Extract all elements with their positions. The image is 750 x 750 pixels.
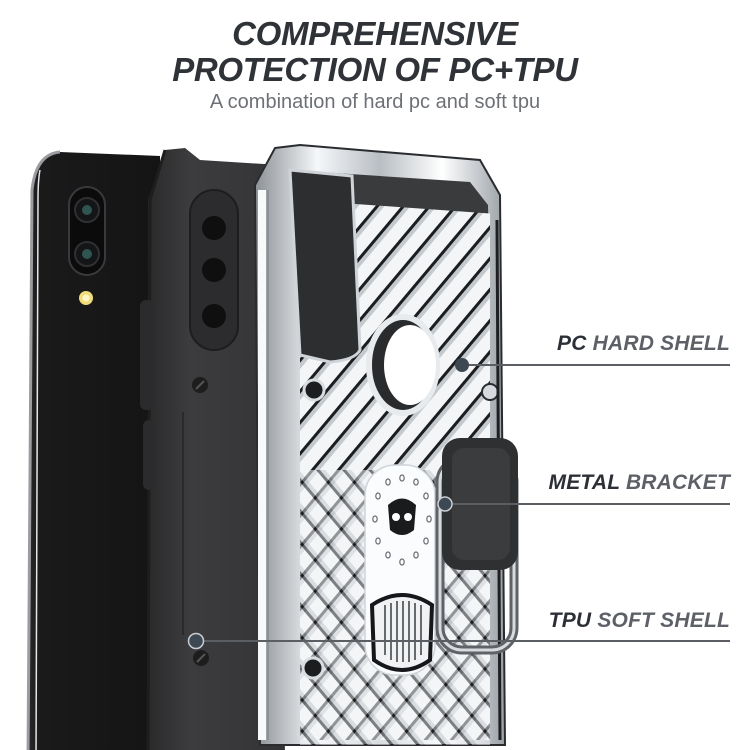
headline-line-2: PROTECTION OF PC+TPU	[172, 51, 578, 88]
callout-soft: HARD SHELL	[592, 332, 730, 355]
callout-tpu-soft-shell: TPU SOFT SHELL	[549, 609, 730, 633]
tpu-soft-shell	[140, 148, 285, 750]
callout-strong: PC	[557, 332, 587, 355]
subtitle: A combination of hard pc and soft tpu	[209, 91, 541, 113]
callout-strong: TPU	[548, 609, 592, 632]
phone-body	[26, 150, 165, 750]
callout-dot-pc	[455, 358, 469, 372]
metal-bracket	[364, 464, 436, 676]
callout-dot-bracket	[437, 496, 453, 512]
callout-metal-bracket: METAL BRACKET	[549, 471, 731, 495]
callout-dot-tpu	[187, 632, 205, 650]
callout-strong: METAL	[548, 471, 620, 494]
headline: COMPREHENSIVE PROTECTION OF PC+TPU	[0, 16, 750, 88]
callout-pc-hard-shell: PC HARD SHELL	[557, 332, 730, 356]
callout-soft: BRACKET	[625, 471, 730, 494]
headline-line-1: COMPREHENSIVE	[232, 15, 518, 52]
callout-soft: SOFT SHELL	[597, 609, 730, 632]
